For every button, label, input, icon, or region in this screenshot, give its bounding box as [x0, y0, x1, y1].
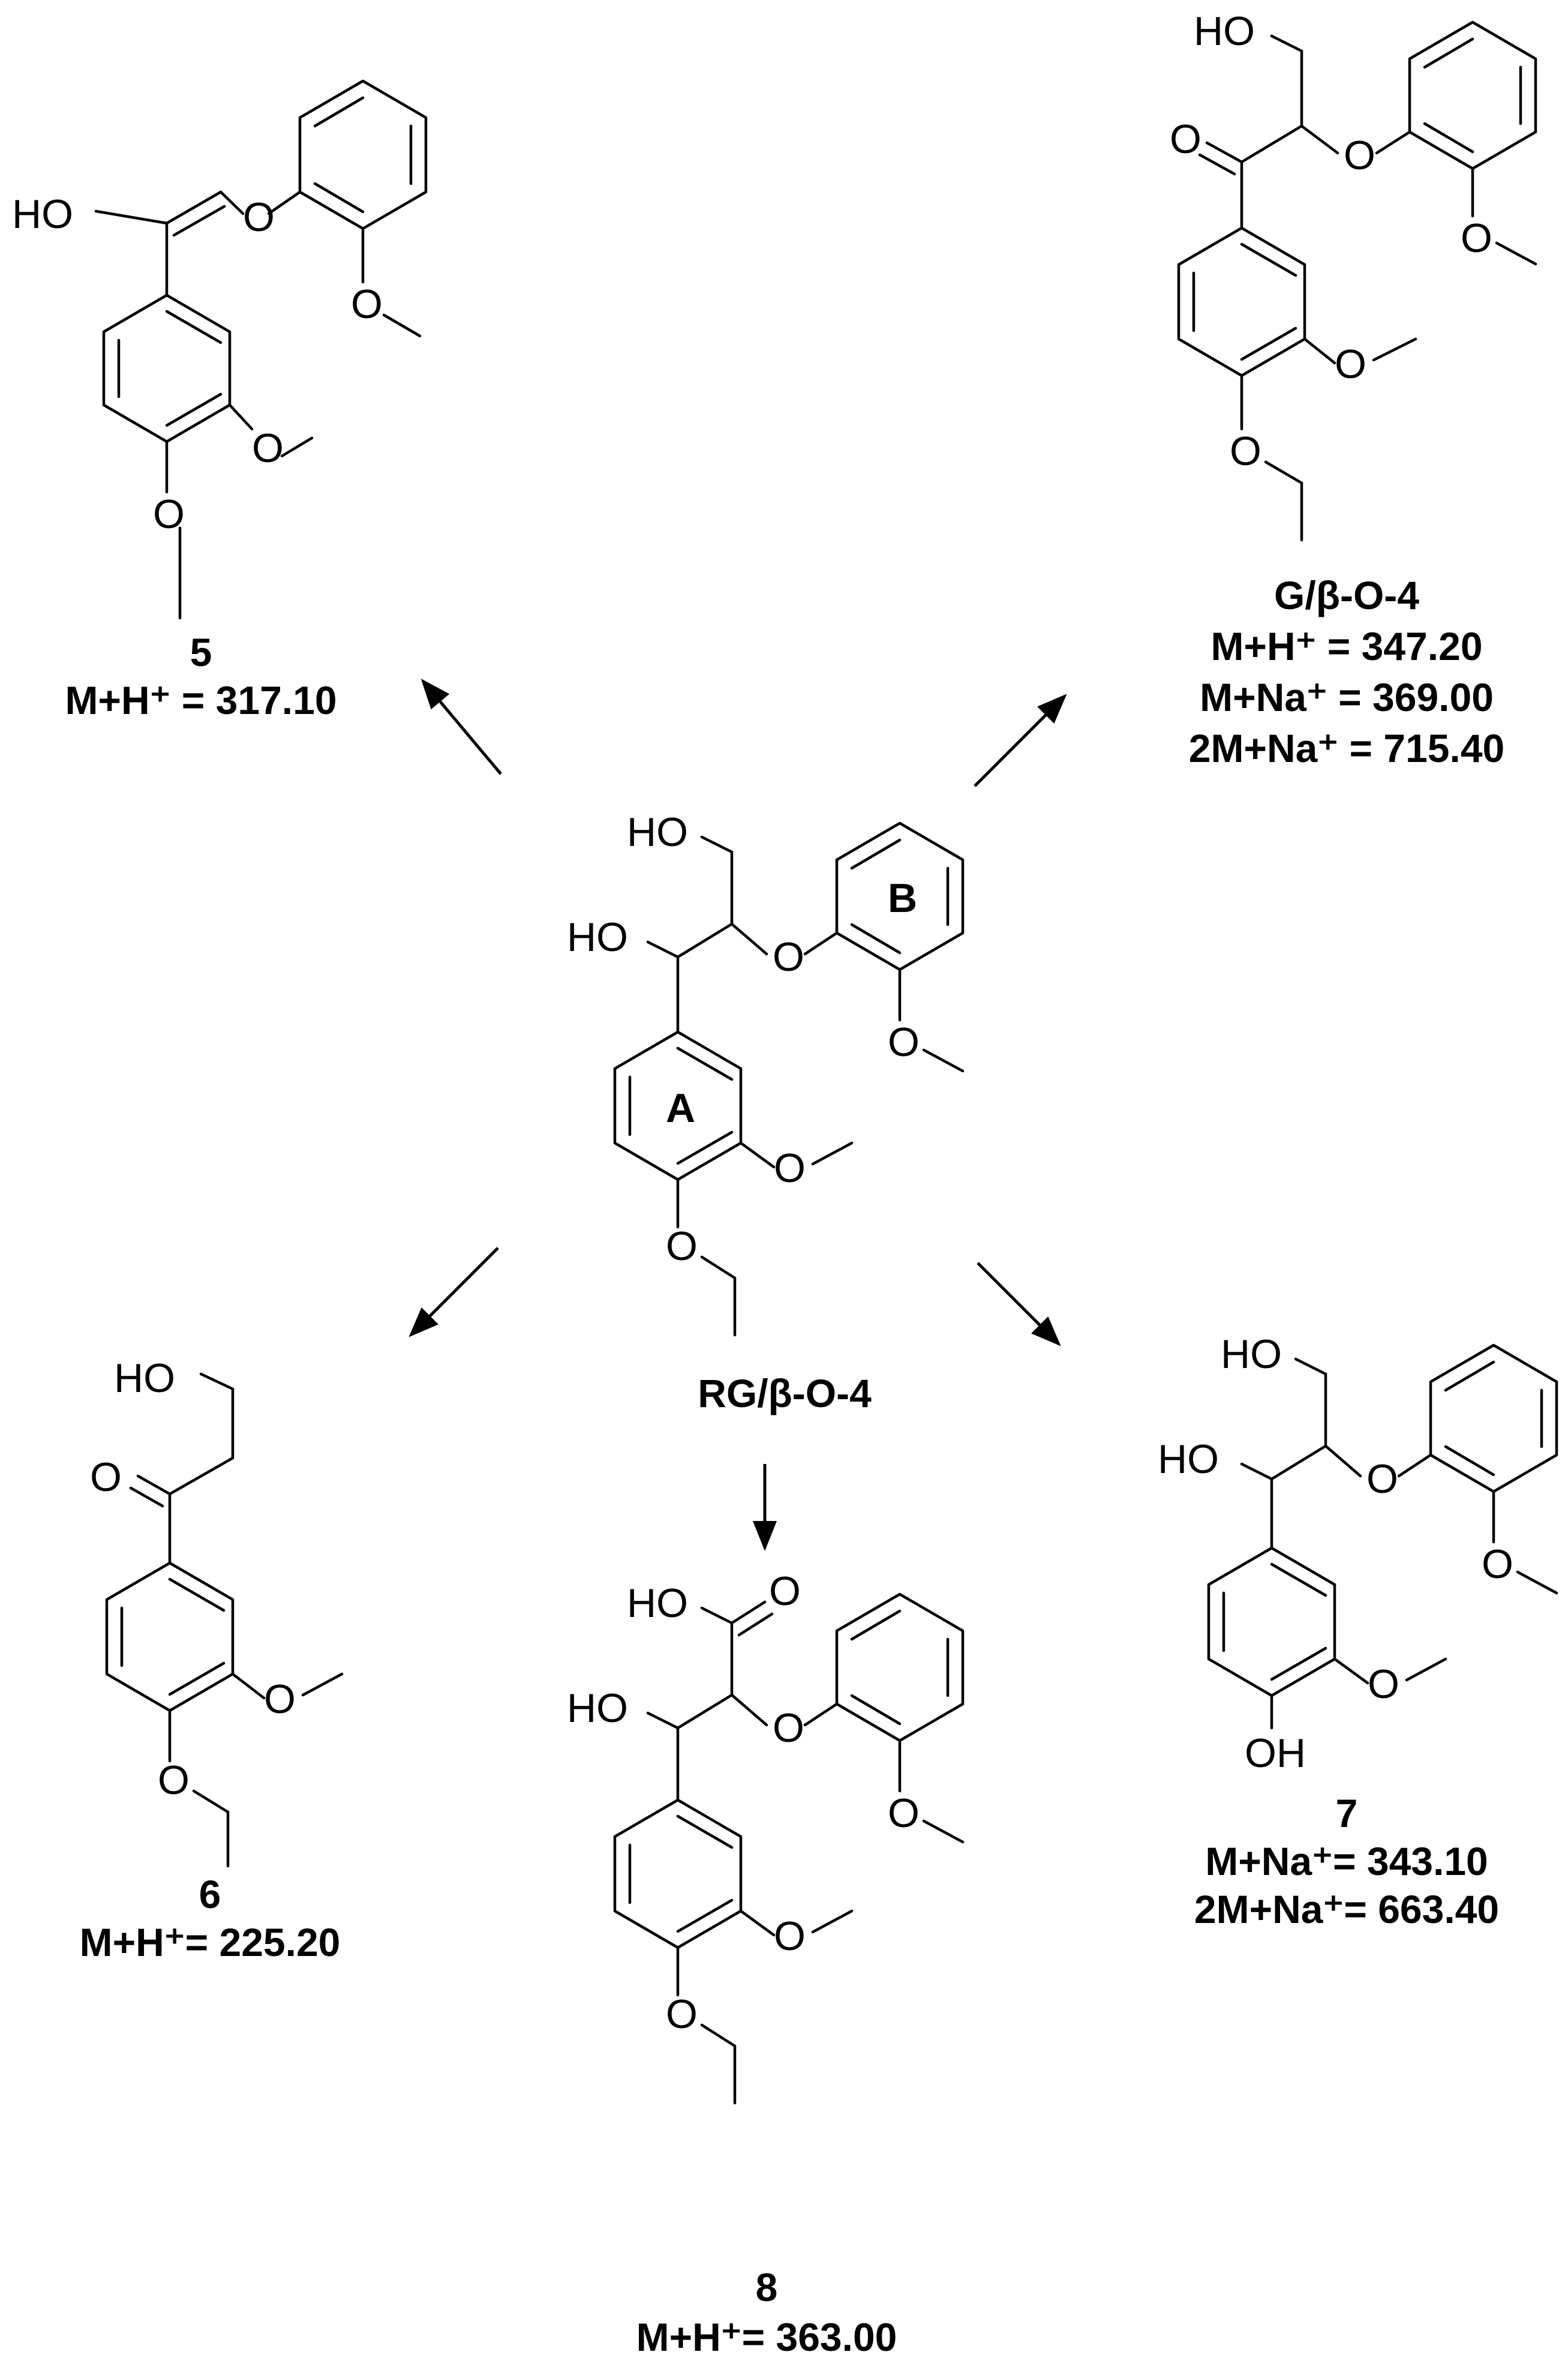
methoxy-oxygen-label: O — [1482, 1541, 1513, 1587]
compound-7-ms-2: 2M+Na⁺= 663.40 — [1194, 1887, 1499, 1931]
compound-rg-name: RG/β-O-4 — [698, 1371, 872, 1415]
methoxy-oxygen-label: O — [1461, 215, 1492, 261]
compound-g-beta-o-4-structure: HO O O O O O — [1170, 8, 1537, 542]
compound-6-number: 6 — [199, 1872, 221, 1916]
compound-g-ms-3: 2M+Na⁺ = 715.40 — [1189, 726, 1505, 770]
ethoxy-oxygen-label: O — [1230, 428, 1261, 474]
compound-5-structure: HO O O O O — [12, 79, 428, 620]
compound-7-number: 7 — [1336, 1791, 1358, 1835]
ether-oxygen-label: O — [243, 194, 275, 240]
compound-g-name: G/β-O-4 — [1274, 573, 1419, 617]
ether-oxygen-label: O — [773, 934, 804, 980]
compound-8-structure: HO O HO O O O O — [567, 1568, 965, 2105]
arrow-to-7 — [977, 1262, 1061, 1346]
methoxy-oxygen-label: O — [1335, 341, 1366, 387]
carboxyl-hydroxyl-label: HO — [627, 1580, 688, 1626]
methoxy-oxygen-label: O — [264, 1676, 296, 1722]
compound-g-ms-2: M+Na⁺ = 369.00 — [1200, 675, 1494, 719]
carbonyl-oxygen-label: O — [90, 1454, 122, 1500]
ring-b-label: B — [888, 875, 917, 921]
methoxy-oxygen-label: O — [888, 1790, 920, 1836]
compound-g-ms-1: M+H⁺ = 347.20 — [1210, 624, 1482, 668]
compound-7-ms-1: M+Na⁺= 343.10 — [1205, 1839, 1488, 1883]
compound-rg-beta-o-4-structure: HO HO O O O O A B — [567, 809, 965, 1337]
ethoxy-oxygen-label: O — [158, 1757, 190, 1803]
hydroxyl-label: HO — [567, 914, 628, 960]
arrow-to-g-beta-o-4 — [974, 694, 1067, 787]
phenol-hydroxyl-label: OH — [1245, 1730, 1306, 1776]
ether-oxygen-label: O — [773, 1705, 804, 1751]
compound-8-ms: M+H⁺= 363.00 — [636, 2315, 897, 2359]
compound-5-number: 5 — [190, 630, 212, 674]
compound-8-number: 8 — [756, 2265, 778, 2309]
hydroxyl-label: HO — [1194, 8, 1255, 54]
hydroxyl-label: HO — [567, 1685, 628, 1731]
methoxy-oxygen-label: O — [1368, 1661, 1399, 1707]
ether-oxygen-label: O — [1344, 133, 1375, 178]
hydroxyl-label: HO — [1158, 1436, 1219, 1482]
compound-6-ms: M+H⁺= 225.20 — [80, 1920, 341, 1964]
hydroxyl-label: HO — [1221, 1331, 1282, 1377]
ether-oxygen-label: O — [1366, 1456, 1398, 1502]
hydroxyl-label: HO — [12, 191, 73, 237]
compound-7-structure: HO HO O O O OH — [1158, 1331, 1558, 1776]
methoxy-oxygen-label: O — [888, 1019, 920, 1065]
carbonyl-oxygen-label: O — [769, 1568, 801, 1614]
ring-a-label: A — [666, 1085, 695, 1131]
methoxy-oxygen-label: O — [252, 425, 284, 471]
methoxy-oxygen-label: O — [351, 281, 383, 327]
methoxy-oxygen-label: O — [774, 1913, 806, 1959]
ethoxy-oxygen-label: O — [153, 491, 185, 537]
arrow-to-5 — [420, 679, 502, 775]
ethoxy-oxygen-label: O — [666, 1991, 698, 2037]
carbonyl-oxygen-label: O — [1170, 116, 1201, 162]
compound-6-structure: HO O O O — [90, 1355, 344, 1868]
arrow-to-6 — [408, 1247, 499, 1337]
hydroxyl-label: HO — [114, 1355, 175, 1401]
compound-5-ms: M+H⁺ = 317.10 — [65, 678, 337, 722]
ethoxy-oxygen-label: O — [666, 1223, 698, 1269]
methoxy-oxygen-label: O — [774, 1145, 806, 1191]
hydroxyl-label: HO — [627, 809, 688, 855]
